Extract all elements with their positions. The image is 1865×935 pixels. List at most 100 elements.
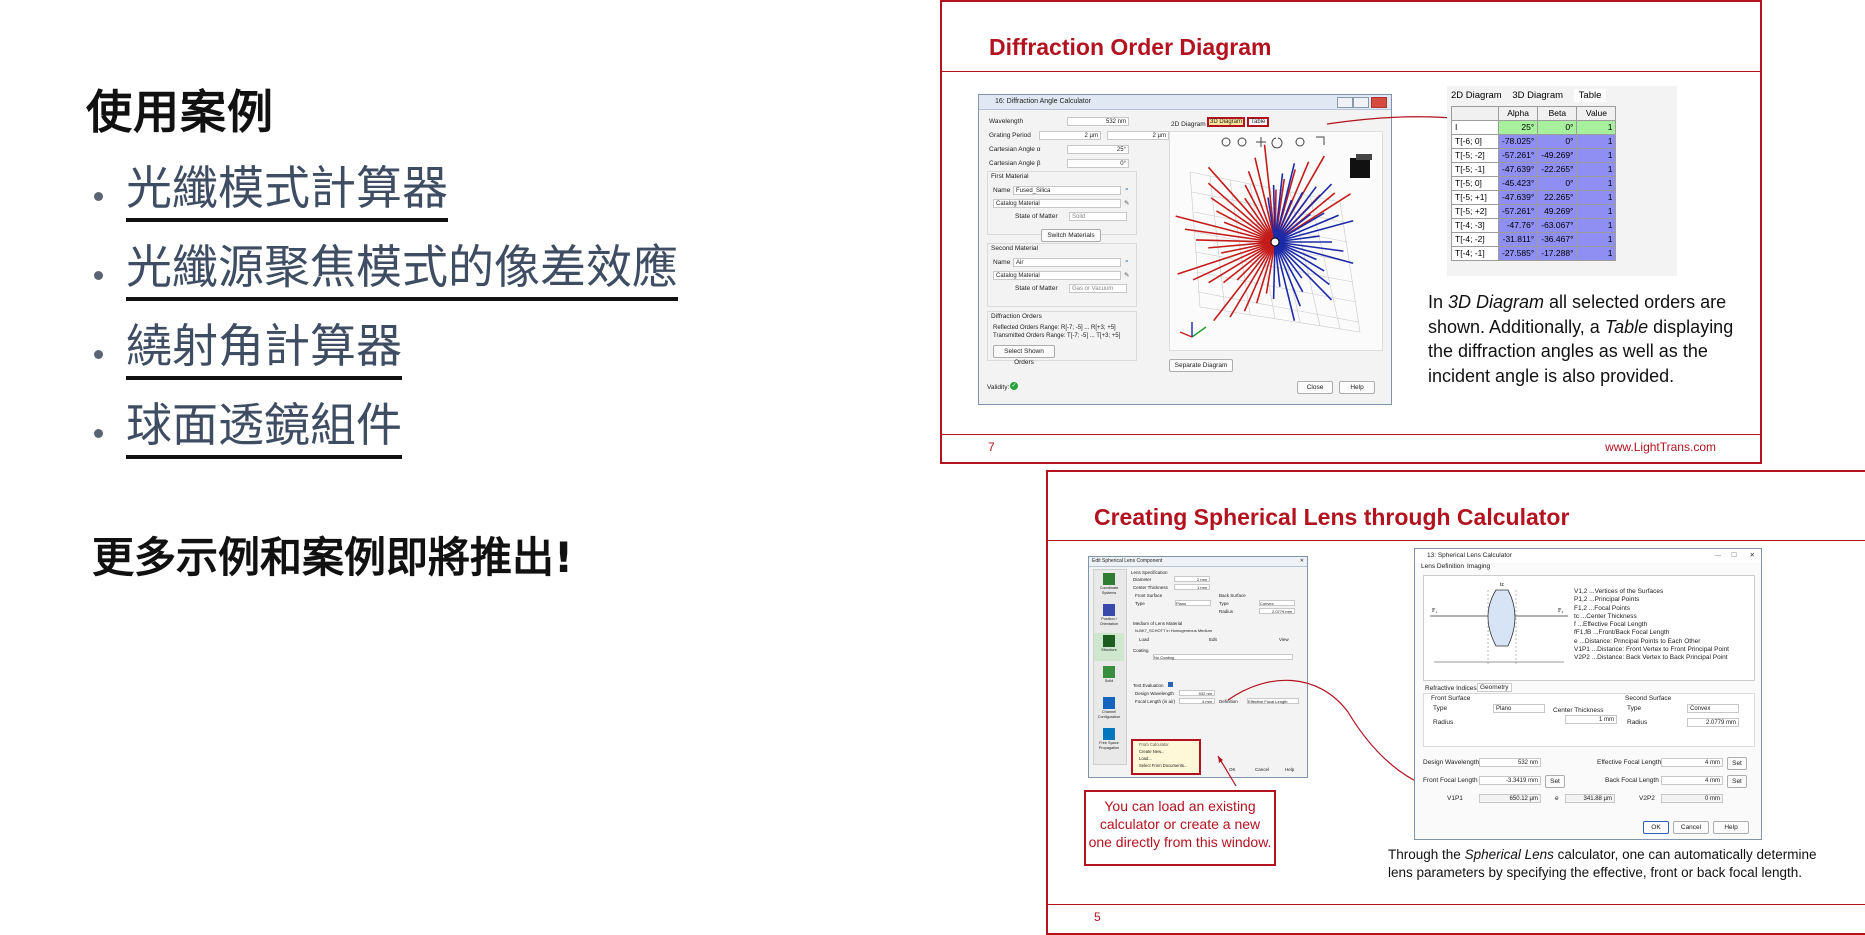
grating-period-x-input[interactable]: 2 µm (1039, 131, 1101, 140)
tab-2d-diagram[interactable]: 2D Diagram (1451, 90, 1502, 101)
set-efl-button[interactable]: Set (1727, 757, 1747, 770)
order-cell: T[-6; 0] (1451, 134, 1499, 149)
edit-button[interactable]: Edit (1209, 637, 1217, 642)
spherical-lens-calculator-window[interactable]: 13: Spherical Lens Calculator — ☐ ✕ Lens… (1414, 548, 1762, 840)
maximize-icon[interactable] (1353, 97, 1369, 108)
separate-diagram-button[interactable]: Separate Diagram (1169, 359, 1233, 372)
radius-input[interactable]: 2.0779 mm (1687, 718, 1739, 727)
minimize-icon[interactable]: — (1714, 552, 1722, 559)
beta-input[interactable]: 0° (1067, 159, 1129, 168)
center-thickness-input[interactable]: 1 mm (1565, 715, 1617, 724)
diagram-toolbar[interactable] (1221, 136, 1325, 149)
center-thickness-input[interactable]: 1 mm (1174, 584, 1210, 590)
transmitted-order-ray (1274, 241, 1354, 265)
tab-3d-diagram[interactable]: 3D Diagram (1512, 90, 1564, 101)
sidebar-item-1[interactable]: Position / Orientation (1094, 602, 1124, 630)
set-ffl-button[interactable]: Set (1545, 775, 1565, 788)
alpha-input[interactable]: 25° (1067, 145, 1129, 154)
sidebar-item-0[interactable]: Coordinate Systems (1094, 571, 1124, 599)
back-type-select[interactable]: Convex (1687, 704, 1739, 713)
second-catalog-select[interactable]: Catalog Material (993, 271, 1121, 280)
radius-input[interactable]: 2.0779 mm (1259, 608, 1295, 614)
menu-item[interactable]: Select From Documents... (1139, 763, 1188, 768)
set-bfl-button[interactable]: Set (1727, 775, 1747, 788)
tab-3d-diagram[interactable]: 3D Diagram (1207, 117, 1246, 127)
diffraction-angle-table-panel[interactable]: 2D Diagram 3D Diagram Table Alpha Beta V… (1447, 86, 1677, 276)
link-fiber-mode-calculator[interactable]: 光纖模式計算器 (126, 160, 448, 222)
ffl-input[interactable]: -3.3419 mm (1479, 776, 1541, 785)
design-wavelength-label: Design Wavelength (1423, 759, 1480, 766)
grating-period-y-input[interactable]: 2 µm (1107, 131, 1169, 140)
first-catalog-select[interactable]: Catalog Material (993, 199, 1121, 208)
slide-diffraction-order-diagram[interactable]: Diffraction Order Diagram 16: Diffractio… (940, 0, 1762, 464)
close-icon[interactable] (1371, 97, 1387, 108)
maximize-icon[interactable]: ☐ (1731, 552, 1737, 559)
help-button[interactable]: Help (1339, 381, 1375, 394)
front-type-select[interactable]: Plano (1175, 600, 1211, 606)
sidebar-item-4[interactable]: Channel Configuration (1094, 695, 1124, 723)
menu-item[interactable]: Load... (1139, 756, 1152, 761)
coating-input[interactable]: No Coating (1153, 654, 1293, 660)
ok-button[interactable]: OK (1229, 767, 1236, 772)
tab-2d-diagram[interactable]: 2D Diagram (1171, 121, 1206, 128)
edit-icon[interactable]: ✎ (1124, 272, 1130, 279)
wavelength-input[interactable]: 532 nm (1067, 117, 1129, 126)
edit-icon[interactable]: ✎ (1124, 200, 1130, 207)
tab-refractive-indices[interactable]: Refractive Indices (1425, 685, 1477, 692)
close-icon[interactable]: ✕ (1749, 552, 1755, 559)
first-material-name-input[interactable]: Fused_Silica (1013, 186, 1121, 195)
tab-table[interactable]: Table (1573, 89, 1607, 102)
link-fiber-focusing-aberration[interactable]: 光纖源聚焦模式的像差效應 (126, 239, 678, 301)
close-icon[interactable]: ✕ (1299, 558, 1304, 564)
tab-lens-definition[interactable]: Lens Definition (1421, 563, 1464, 570)
minimize-icon[interactable] (1337, 97, 1353, 108)
definition-select[interactable]: Effective Focal Length (1247, 698, 1299, 704)
efl-input[interactable]: 4 mm (1661, 758, 1723, 767)
design-wavelength-input[interactable]: 532 nm (1179, 690, 1215, 696)
diffraction-orders-label: Diffraction Orders (991, 313, 1042, 320)
test-evaluation-checkbox[interactable] (1168, 682, 1173, 687)
transmitted-order-ray (1274, 241, 1296, 321)
value-cell: 1 (1576, 190, 1617, 205)
slide-spherical-lens-calculator[interactable]: Creating Spherical Lens through Calculat… (1046, 470, 1865, 935)
menu-item[interactable]: From Calculator (1139, 742, 1169, 747)
cancel-button[interactable]: Cancel (1255, 767, 1270, 772)
transmitted-order-ray (1274, 173, 1284, 243)
second-state-select[interactable]: Gas or Vacuum (1069, 284, 1127, 293)
help-button[interactable]: Help (1713, 821, 1749, 834)
3d-diagram-canvas[interactable] (1169, 131, 1383, 351)
bfl-input[interactable]: 4 mm (1661, 776, 1723, 785)
view-button[interactable]: View (1279, 637, 1289, 642)
diameter-input[interactable]: 2 mm (1174, 576, 1210, 582)
focal-length-input[interactable]: 4 mm (1179, 698, 1215, 704)
tab-geometry[interactable]: Geometry (1477, 683, 1512, 692)
menu-item[interactable]: Create New... (1139, 749, 1165, 754)
sidebar-item-2[interactable]: Structure (1094, 633, 1124, 661)
first-state-select[interactable]: Solid (1069, 212, 1127, 221)
close-button[interactable]: Close (1297, 381, 1333, 394)
help-button[interactable]: Help (1285, 767, 1295, 772)
select-shown-orders-button[interactable]: Select Shown Orders (993, 345, 1055, 366)
search-icon[interactable]: ⌕ (1125, 258, 1129, 265)
front-type-select[interactable]: Plano (1493, 704, 1545, 713)
load-button[interactable]: Load (1139, 637, 1150, 642)
tab-imaging[interactable]: Imaging (1467, 563, 1491, 570)
second-material-name-input[interactable]: Air (1013, 258, 1121, 267)
back-type-select[interactable]: Convex (1259, 600, 1295, 606)
search-icon[interactable]: ⌕ (1125, 186, 1129, 193)
value-cell: 1 (1576, 218, 1617, 233)
diffraction-calculator-window[interactable]: 16: Diffraction Angle Calculator Wavelen… (978, 94, 1392, 405)
sidebar-item-5[interactable]: Free Space Propagation (1094, 726, 1124, 754)
link-diffraction-angle-calculator[interactable]: 繞射角計算器 (126, 318, 402, 380)
switch-materials-button[interactable]: Switch Materials (1041, 229, 1101, 242)
edit-spherical-lens-window[interactable]: Edit Spherical Lens Component✕ Coordinat… (1088, 556, 1308, 778)
cancel-button[interactable]: Cancel (1673, 821, 1709, 834)
orientation-cube-icon[interactable] (1350, 154, 1372, 178)
design-wavelength-input[interactable]: 532 nm (1479, 758, 1541, 767)
tab-table[interactable]: Table (1247, 117, 1270, 127)
sidebar-item-3[interactable]: Solid (1094, 664, 1124, 692)
ok-button[interactable]: OK (1643, 821, 1669, 834)
link-spherical-lens-component[interactable]: 球面透鏡組件 (126, 397, 402, 459)
